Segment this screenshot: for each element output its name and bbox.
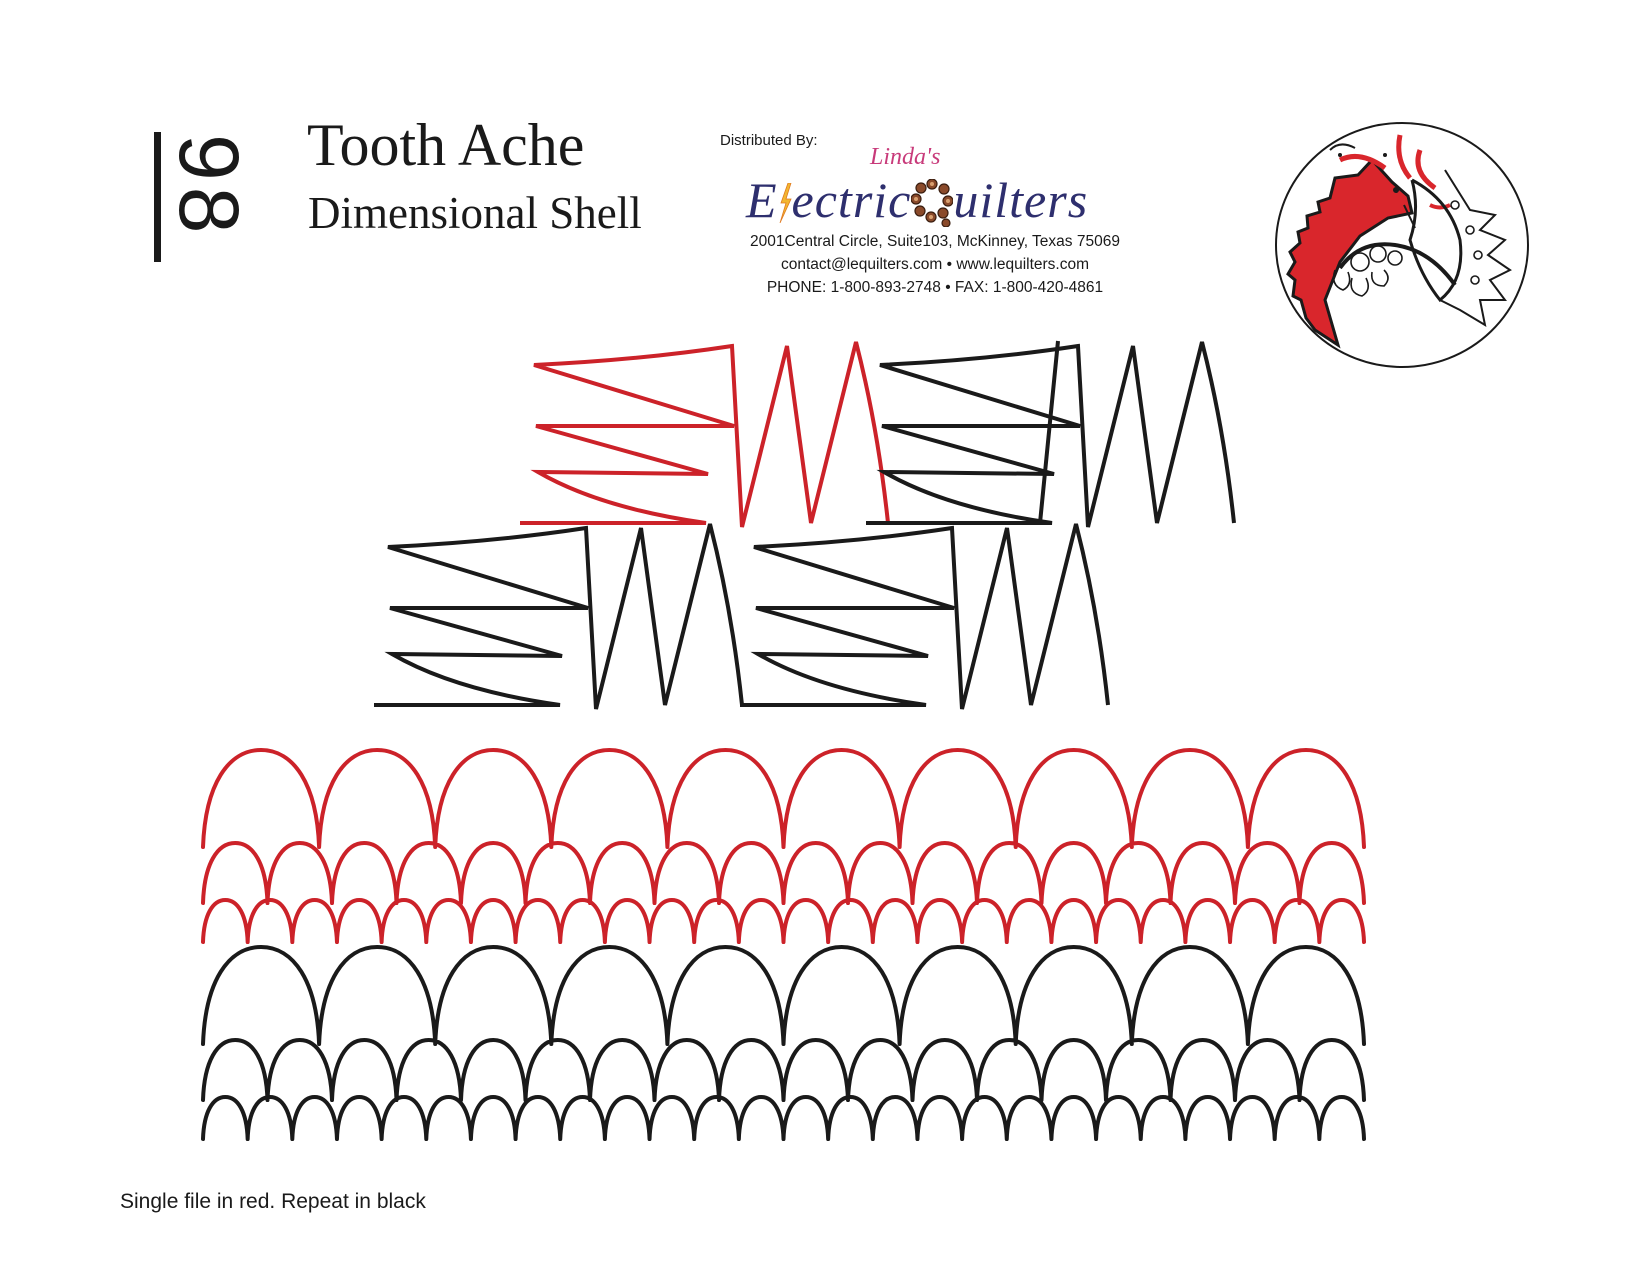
distributed-by-label: Distributed By:: [720, 132, 818, 149]
logo-circle: [1275, 122, 1529, 368]
zigzag-blocks: [374, 340, 1236, 710]
distributor-phone-fax: PHONE: 1-800-893-2748 • FAX: 1-800-420-4…: [766, 279, 1104, 296]
brand-script-prefix: Linda's: [870, 144, 941, 170]
flower-q-icon: [911, 179, 954, 227]
zigzag-block: [740, 523, 1110, 710]
distributor-address: 2001Central Circle, Suite103, McKinney, …: [750, 233, 1120, 250]
zigzag-connector: [888, 340, 1060, 525]
lightning-bolt-icon: [779, 183, 792, 223]
pattern-number: 98: [150, 132, 260, 262]
zigzag-block: [374, 523, 744, 710]
brand-word-ectric: ectric: [791, 172, 912, 228]
shell-row: [201, 944, 1366, 1141]
pattern-subtitle: Dimensional Shell: [308, 188, 642, 238]
pattern-number-text: 98: [162, 134, 256, 240]
bird-icon: [1286, 134, 1512, 349]
pattern-number-bar: [154, 132, 161, 262]
brand-letter-e: E: [746, 172, 778, 228]
shell-row: [201, 747, 1366, 944]
brand-word-uilters: uilters: [953, 172, 1089, 228]
zigzag-block: [866, 341, 1236, 528]
distributor-contact: contact@lequilters.com • www.lequilters.…: [780, 256, 1090, 273]
shell-rows: [201, 747, 1366, 1141]
pattern-title: Tooth Ache: [307, 112, 585, 178]
footer-instruction: Single file in red. Repeat in black: [120, 1190, 426, 1213]
zigzag-block: [520, 341, 890, 528]
